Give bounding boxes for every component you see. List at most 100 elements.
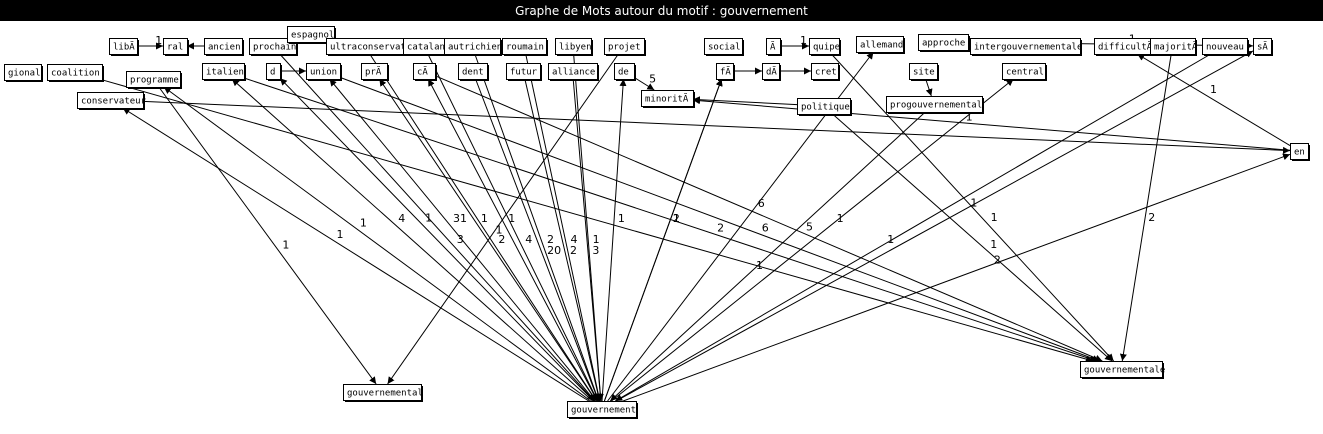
edge-weight-label: 1 <box>618 212 625 225</box>
node-italien[interactable]: italien <box>202 63 247 82</box>
edge-programme-to-gouvernemental <box>158 86 377 385</box>
node-sa[interactable]: sÃ <box>1253 38 1274 57</box>
node-label: politique <box>801 103 850 113</box>
node-label: gional <box>8 69 41 79</box>
node-espagnol[interactable]: espagnol <box>287 26 337 45</box>
node-majorita[interactable]: majoritÃ <box>1150 38 1198 57</box>
node-label: roumain <box>506 43 544 53</box>
edge-politique-to-minorita <box>692 96 798 106</box>
edge-weight-label: 6 <box>758 197 765 210</box>
node-fa[interactable]: fÃ <box>716 63 736 82</box>
node-prochain[interactable]: prochain <box>249 38 299 57</box>
edge-coalition-to-gouvernementale <box>101 79 1093 363</box>
node-label: ral <box>167 43 183 53</box>
node-site[interactable]: site <box>909 63 940 82</box>
node-nouveau[interactable]: nouveau <box>1202 38 1250 57</box>
node-liba[interactable]: libÃ <box>109 38 140 57</box>
node-label: central <box>1006 68 1044 78</box>
edge-weight-label: 1 <box>990 238 997 251</box>
node-coalition[interactable]: coalition <box>47 64 105 83</box>
edge-autrichien-to-gouvernement <box>474 53 600 402</box>
node-label: projet <box>608 43 641 53</box>
window-title: Graphe de Mots autour du motif : gouvern… <box>0 0 1323 21</box>
node-pra[interactable]: prÃ <box>361 63 390 82</box>
node-label: ultraconservat <box>330 43 406 53</box>
edge-weight-label: 2 <box>673 212 680 225</box>
node-approche[interactable]: approche <box>918 34 971 53</box>
node-gional[interactable]: gional <box>4 64 44 83</box>
node-intergouvernementale[interactable]: intergouvernementale <box>970 38 1083 57</box>
node-en[interactable]: en <box>1290 143 1311 162</box>
edge-conservateur-to-en <box>142 100 1291 154</box>
node-ral[interactable]: ral <box>163 38 190 57</box>
node-catalan[interactable]: catalan <box>403 38 448 57</box>
node-label: approche <box>922 39 965 49</box>
edge-gouvernement-to-fa <box>603 78 723 402</box>
edge-weight-label: 1 <box>887 233 894 246</box>
edge-weight-label: 1 <box>336 228 343 241</box>
node-union[interactable]: union <box>306 63 343 82</box>
node-politique[interactable]: politique <box>797 98 853 117</box>
node-label: libÃ <box>113 42 135 53</box>
node-alliance[interactable]: alliance <box>548 63 600 82</box>
node-de[interactable]: de <box>614 63 637 82</box>
edge-weight-label: 1 <box>360 216 367 229</box>
node-ca[interactable]: cÃ <box>413 63 438 82</box>
node-label: majoritÃ <box>1154 42 1198 53</box>
node-da[interactable]: dÃ <box>762 63 782 82</box>
node-minorita[interactable]: minoritÃ <box>641 90 696 109</box>
edge-weight-label: 3 <box>457 233 464 246</box>
node-label: cÃ <box>417 67 428 78</box>
edge-weight-label: 1 <box>966 111 973 124</box>
node-gouvernementale[interactable]: gouvernementale <box>1080 361 1166 380</box>
node-central[interactable]: central <box>1002 63 1048 82</box>
node-gouvernemental[interactable]: gouvernemental <box>343 384 424 403</box>
node-conservateur[interactable]: conservateur <box>77 92 147 111</box>
edge-roumain-to-gouvernement <box>525 53 602 402</box>
node-ancien[interactable]: ancien <box>204 38 245 57</box>
edge-gouvernement-to-italien <box>231 78 593 402</box>
node-libyen[interactable]: libyen <box>555 38 594 57</box>
edge-weight-label: 1 <box>673 212 680 225</box>
node-futur[interactable]: futur <box>506 63 543 82</box>
edge-gouvernement-to-sa <box>615 50 1254 402</box>
node-label: quipe <box>813 43 840 53</box>
edge-weight-label: 31 <box>453 212 467 225</box>
edge-en-to-minorita <box>692 97 1291 151</box>
node-label: intergouvernementale <box>974 43 1082 53</box>
node-programme[interactable]: programme <box>126 71 183 90</box>
edge-weight-label: 4 <box>525 233 532 246</box>
edge-projet-to-gouvernemental <box>387 53 619 385</box>
node-label: gouvernement <box>571 406 636 416</box>
node-difficulta[interactable]: difficultÃ <box>1094 38 1157 57</box>
node-quipe[interactable]: quipe <box>809 38 842 57</box>
node-label: coalition <box>51 69 100 79</box>
node-social[interactable]: social <box>704 38 745 57</box>
edge-weight-label: 5 <box>806 221 813 234</box>
node-label: allemand <box>860 41 903 51</box>
edge-gouvernement-to-en <box>622 153 1291 402</box>
node-projet[interactable]: projet <box>604 38 647 57</box>
node-allemand[interactable]: allemand <box>856 36 906 55</box>
edge-weight-label: 1 <box>1210 83 1217 96</box>
node-d[interactable]: d <box>266 63 283 82</box>
edge-gouvernement-to-de <box>601 78 627 402</box>
node-autrichien[interactable]: autrichien <box>444 38 503 57</box>
edge-weight-label: 1 <box>481 212 488 225</box>
node-label: ancien <box>208 43 241 53</box>
node-gouvernement[interactable]: gouvernement <box>567 401 639 420</box>
node-a1[interactable]: Ã <box>766 38 783 57</box>
node-ultraconservat[interactable]: ultraconservat <box>326 38 406 57</box>
node-label: alliance <box>552 68 595 78</box>
node-cret[interactable]: cret <box>811 63 841 82</box>
node-dent[interactable]: dent <box>458 63 490 82</box>
edge-weight-label: 1 <box>508 212 515 225</box>
edge-weight-label: 2 <box>498 233 505 246</box>
node-progouvernemental[interactable]: progouvernemental <box>886 96 985 115</box>
edge-weight-label: 1 <box>756 259 763 272</box>
node-roumain[interactable]: roumain <box>502 38 549 57</box>
edge-gouvernement-to-conservateur <box>122 107 590 402</box>
node-label: sÃ <box>1257 42 1268 53</box>
edge-majorita-to-gouvernementale <box>1119 53 1172 362</box>
